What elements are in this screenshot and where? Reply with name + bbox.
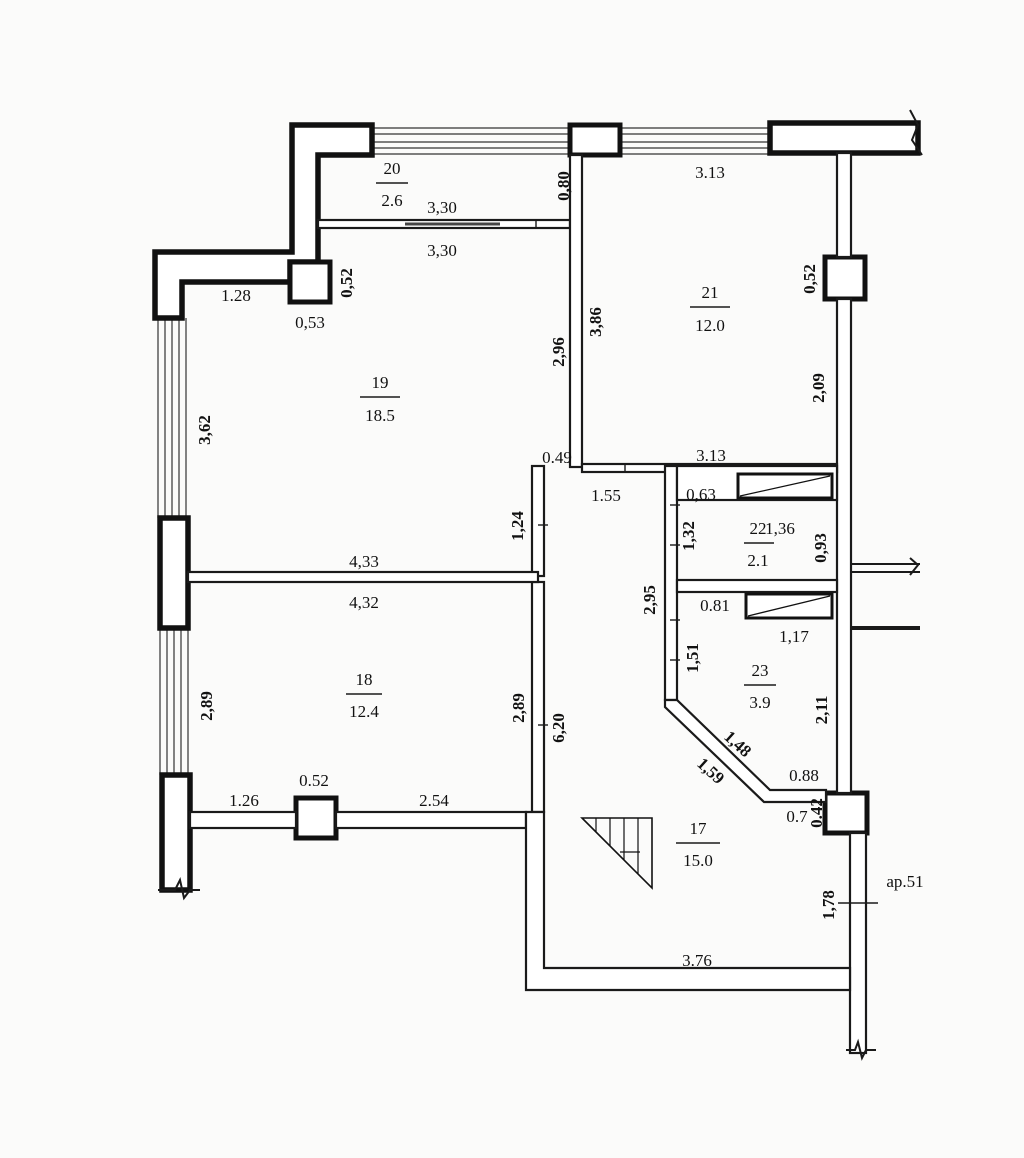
shaft-room22 [736, 472, 834, 500]
dimension-label: 4,32 [349, 593, 379, 612]
room-label-21: 21 12.0 [690, 283, 730, 335]
wall-room18-bottom [188, 810, 298, 830]
dimension-label: 3.13 [695, 163, 725, 182]
room-label-22: 22 2.1 [744, 519, 774, 570]
dimension-label: 0,63 [686, 485, 716, 504]
wall-room22-bottom [675, 578, 839, 594]
dimension-label: 1,36 [765, 519, 795, 538]
dimension-label: 3,30 [427, 241, 457, 260]
window-top-right [622, 127, 770, 155]
room-area: 3.9 [749, 693, 770, 712]
dimension-label: 0,80 [554, 171, 573, 201]
column-room19 [287, 259, 333, 305]
dimension-label: 1.28 [221, 286, 251, 305]
column-bottom-mid [293, 795, 339, 841]
wall-pier-left-mid [157, 515, 191, 631]
room-label-17: 17 15.0 [676, 819, 720, 870]
room-label-23: 23 3.9 [744, 661, 776, 712]
dimension-label: 0.49 [542, 448, 572, 467]
break-marks [158, 109, 923, 1061]
dimension-label: 3,30 [427, 198, 457, 217]
wall-right-exterior-3 [848, 831, 868, 1055]
room-number: 19 [372, 373, 389, 392]
dimension-label: 0.88 [789, 766, 819, 785]
dimension-label: 1.26 [229, 791, 259, 810]
apartment-label: ар.51 [886, 872, 923, 891]
room-area: 2.1 [747, 551, 768, 570]
wall-pier-left-bottom [159, 772, 193, 893]
room-area: 18.5 [365, 406, 395, 425]
room-number: 23 [752, 661, 769, 680]
dimension-label: 2.54 [419, 791, 449, 810]
wall-room18-bottom-2 [334, 810, 528, 830]
dimension-label: 1,24 [508, 511, 527, 541]
window-left-lower [159, 628, 189, 775]
dimension-label: 3.76 [682, 951, 712, 970]
dimension-label: 3,86 [586, 307, 605, 337]
dimension-label: 1,32 [679, 521, 698, 551]
wall-hall-left-lower [530, 580, 546, 814]
room-label-18: 18 12.4 [346, 670, 382, 721]
dimension-label: 3,62 [195, 415, 214, 445]
room-area: 12.4 [349, 702, 379, 721]
door-ticks [535, 219, 878, 904]
column-top-mid [567, 122, 623, 158]
wall-room19-room21 [568, 153, 584, 469]
wall-room23-diagonal [663, 698, 828, 804]
dimension-label: 0.81 [700, 596, 730, 615]
wall-hall-bottom [524, 810, 852, 992]
dimension-label: 2,11 [812, 696, 831, 725]
wall-room22-left [663, 464, 679, 702]
dimension-label: 0,52 [800, 264, 819, 294]
room-label-19: 19 18.5 [360, 373, 400, 425]
wall-right-exterior [835, 151, 853, 259]
dimension-label: 1,17 [779, 627, 809, 646]
dimension-label: 0,93 [811, 533, 830, 563]
dimension-label: 2,89 [197, 691, 216, 721]
wall-hall-left [530, 464, 546, 578]
room-label-20: 20 2.6 [376, 159, 408, 210]
column-right-upper [822, 254, 868, 302]
dimension-label: 6,20 [549, 713, 568, 743]
dimension-label: 0.52 [299, 771, 329, 790]
dimension-label: 2,95 [640, 585, 659, 615]
room-area: 15.0 [683, 851, 713, 870]
wall-room19-room18 [186, 570, 540, 584]
room-number: 21 [702, 283, 719, 302]
dimension-label: 0.7 [786, 807, 808, 826]
room-number: 18 [356, 670, 373, 689]
dimension-label: 2,96 [549, 337, 568, 367]
room-number: 22 [750, 519, 767, 538]
dimension-label: 1,51 [683, 643, 702, 673]
stair-symbol [580, 817, 653, 890]
dimension-label: 0.42 [807, 798, 826, 828]
window-left-upper [157, 318, 187, 518]
dimension-label: 0,52 [337, 268, 356, 298]
dimension-label: 1,78 [819, 890, 838, 920]
dimension-label: 0,53 [295, 313, 325, 332]
room-number: 17 [690, 819, 708, 838]
room-area: 2.6 [381, 191, 402, 210]
wall-right-exterior-2 [835, 297, 853, 795]
dimension-label: 2,89 [509, 693, 528, 723]
dimension-label: 4,33 [349, 552, 379, 571]
room-number: 20 [384, 159, 401, 178]
column-right-lower [822, 790, 870, 836]
room-area: 12.0 [695, 316, 725, 335]
window-top-left [372, 127, 570, 155]
wall-pier-top-right [767, 120, 921, 156]
dimension-label: 1.55 [591, 486, 621, 505]
dimension-label: 2,09 [809, 373, 828, 403]
dimension-label: 3.13 [696, 446, 726, 465]
